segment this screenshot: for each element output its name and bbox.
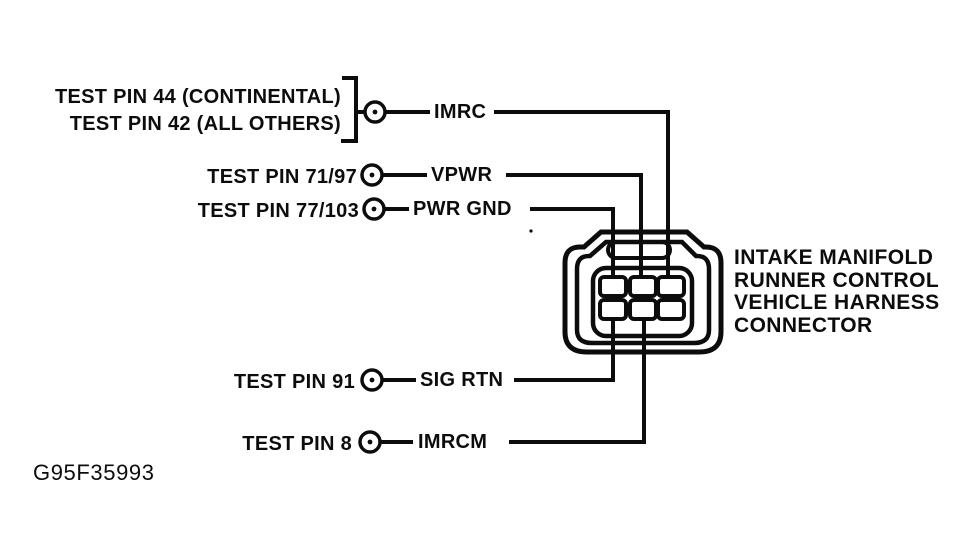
signal-label-imrcm: IMRCM <box>418 431 488 453</box>
signal-label-vpwr: VPWR <box>431 164 493 186</box>
connector-caption-line2: RUNNER CONTROL <box>734 268 940 292</box>
wire-sig-rtn <box>514 314 615 382</box>
test-pin-label-sig-rtn: TEST PIN 91 <box>233 371 355 393</box>
test-pin-label-pwr-gnd: TEST PIN 77/103 <box>197 200 359 222</box>
test-points <box>358 100 430 454</box>
pin-top-right <box>656 275 686 298</box>
alternate-pins-bracket <box>341 76 366 143</box>
test-pin-label-imrc: TEST PIN 44 (CONTINENTAL) TEST PIN 42 (A… <box>55 84 341 138</box>
test-point-icon-sig-rtn <box>360 368 416 392</box>
test-point-icon-vpwr <box>360 163 427 187</box>
connector-caption-line1: INTAKE MANIFOLD <box>734 246 934 269</box>
speckle-dot <box>529 229 533 233</box>
connector-caption-line4: CONNECTOR <box>734 313 873 337</box>
wires <box>494 110 670 444</box>
test-pin-label-imrc-line2: TEST PIN 42 (ALL OTHERS) <box>69 113 341 135</box>
wire-imrcm <box>509 314 646 444</box>
pin-bottom-middle <box>628 298 658 321</box>
test-pin-label-vpwr: TEST PIN 71/97 <box>207 166 357 188</box>
wire-vpwr <box>506 173 643 282</box>
signal-label-pwr-gnd: PWR GND <box>413 198 512 220</box>
signal-label-sig-rtn: SIG RTN <box>420 369 504 391</box>
test-point-icon-imrc <box>363 100 430 124</box>
test-point-icon-imrcm <box>358 430 413 454</box>
pin-top-middle <box>628 275 658 298</box>
pin-top-left <box>598 275 628 298</box>
signal-label-imrc: IMRC <box>434 101 487 123</box>
connector-pins <box>598 275 686 321</box>
connector-caption: INTAKE MANIFOLD RUNNER CONTROL VEHICLE H… <box>734 246 940 337</box>
connector-inner-shell <box>574 239 712 346</box>
wire-imrc <box>494 110 670 282</box>
pin-bottom-left <box>598 298 628 321</box>
connector-caption-line3: VEHICLE HARNESS <box>734 291 940 314</box>
wire-pwr-gnd <box>530 207 615 282</box>
connector-outer-shell <box>562 229 724 355</box>
test-pin-label-imrcm: TEST PIN 8 <box>242 433 352 455</box>
pin-bottom-right <box>656 298 686 321</box>
test-pin-label-imrc-line1: TEST PIN 44 (CONTINENTAL) <box>54 86 341 108</box>
test-point-icon-pwr-gnd <box>362 197 409 221</box>
figure-id: G95F35993 <box>33 460 155 485</box>
